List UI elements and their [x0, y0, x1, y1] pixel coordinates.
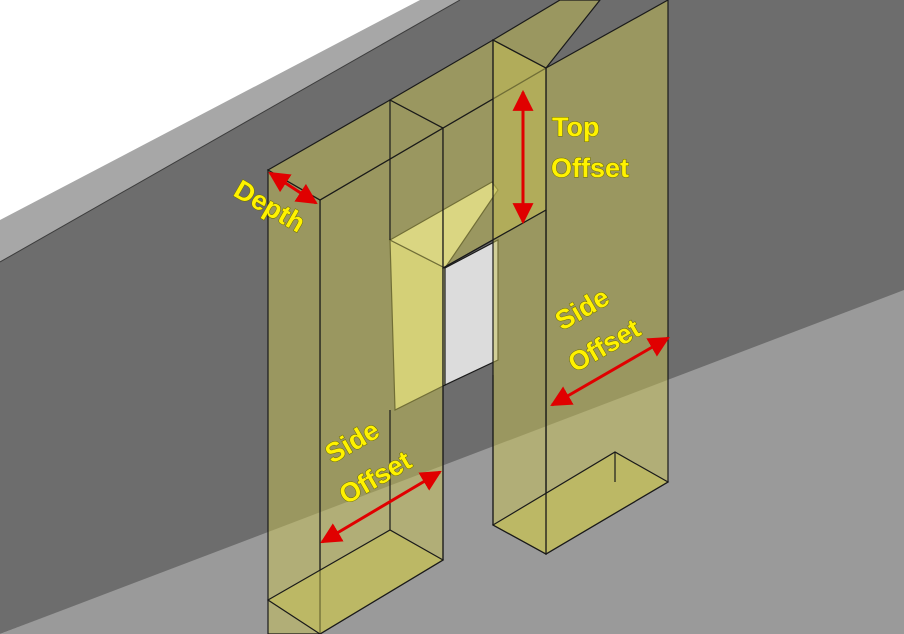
left-side-offset-arrow: [320, 470, 442, 544]
left-zone-side: [267, 168, 321, 634]
right-zone-top: [491, 0, 601, 69]
right-zone-base: [491, 451, 670, 555]
wall-edge: [0, 0, 461, 263]
right-zone-side: [492, 39, 547, 556]
right-side-offset-arrow: [550, 336, 670, 407]
depth-arrow: [268, 171, 318, 205]
zone-edges: [389, 40, 616, 560]
dimension-arrows: [268, 89, 670, 544]
top-offset-label-line2: Offset: [551, 153, 629, 183]
top-offset-label-line1: Top: [552, 112, 599, 142]
